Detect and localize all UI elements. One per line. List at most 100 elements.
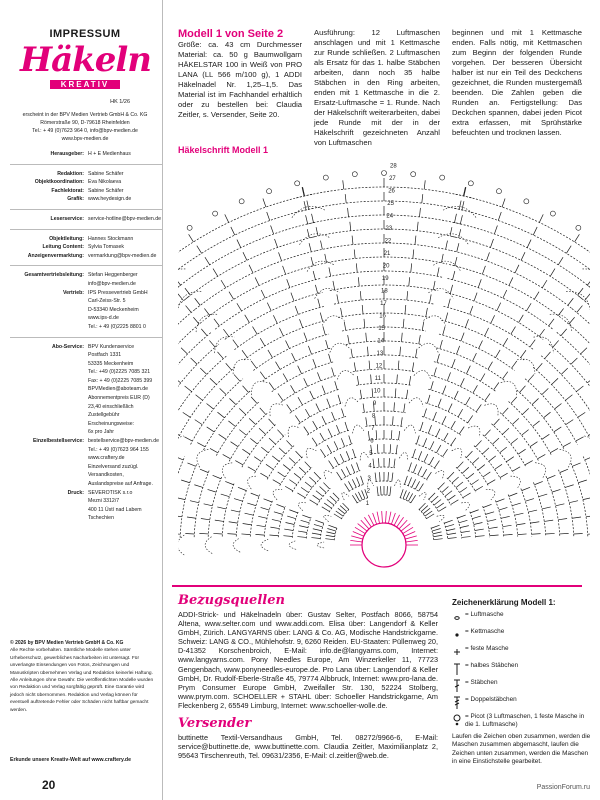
stitch-mark <box>508 277 514 286</box>
stitch-mark <box>340 438 345 447</box>
stitch-mark <box>178 457 184 461</box>
imprint-row: Postfach 1331 <box>0 351 163 360</box>
stitch-mark <box>451 359 456 368</box>
stitch-mark <box>469 305 474 315</box>
chain-loop <box>306 260 335 272</box>
stitch-mark <box>575 436 584 442</box>
stitch-arc <box>449 264 563 320</box>
imprint-value: Postfach 1331 <box>88 352 122 359</box>
stitch-mark <box>415 348 418 358</box>
stitch-mark <box>308 345 312 355</box>
stitch-mark <box>204 256 210 265</box>
stitch-mark <box>558 518 568 521</box>
stitch-mark <box>224 214 229 223</box>
ring-stitch <box>402 526 414 534</box>
stitch-mark <box>305 408 311 418</box>
stitch-mark <box>371 388 374 398</box>
stitch-mark <box>482 265 486 275</box>
picot <box>523 198 530 205</box>
imprint-value: Fax: + 49 (0)2225 7085 399 <box>88 377 153 384</box>
imprint-value: Auslandspreise auf Anfrage. <box>88 481 153 487</box>
stitch-mark <box>527 374 535 382</box>
stitch-arc <box>373 466 395 469</box>
imprint-value: Einzelversand zuzügl. <box>88 463 139 470</box>
stitch-mark <box>414 481 420 490</box>
copyright-notice: © 2026 by BPV Medien Vertrieb GmbH & Co.… <box>10 640 158 714</box>
legend-item: = Picot (3 Luftmaschen, 1 feste Masche i… <box>452 713 592 729</box>
stitch-mark <box>436 353 440 363</box>
stitch-mark <box>230 226 236 236</box>
stitch-mark <box>194 484 204 488</box>
stitch-mark <box>184 385 192 392</box>
chain-loop <box>298 502 307 512</box>
stitch-mark <box>277 393 284 401</box>
stitch-arc <box>333 527 338 541</box>
imprint-row: Versandkosten, <box>0 471 163 480</box>
stitch-mark <box>490 315 495 324</box>
craftery-link[interactable]: Erkunde unsere Kreativ-Welt auf www.craf… <box>10 757 131 763</box>
stitch-mark <box>494 225 498 235</box>
publisher-line: erscheint in der BPV Medien Vertrieb Gmb… <box>22 112 148 118</box>
stitch-mark <box>250 492 260 497</box>
stitch-mark <box>360 475 364 485</box>
imprint-value: D-53340 Meckenheim <box>88 306 139 313</box>
stitch-arc <box>291 511 299 538</box>
round-label: 26 <box>388 189 395 195</box>
ring-stitch <box>385 511 387 524</box>
chain-loop <box>178 534 185 556</box>
stitch-arc <box>305 517 312 539</box>
stitch-mark <box>404 304 407 314</box>
stitch-mark <box>348 435 352 445</box>
magazine-logo: Häkeln <box>20 42 152 80</box>
stitch-mark <box>365 332 367 342</box>
chain-loop <box>437 233 469 245</box>
stitch-arc <box>340 508 350 520</box>
stitch-mark <box>260 472 269 478</box>
imprint-label <box>0 514 88 523</box>
stitch-mark <box>321 416 327 425</box>
stitch-arc <box>456 517 463 539</box>
stitch-mark <box>194 419 203 425</box>
stitch-mark <box>255 534 265 536</box>
stitch-mark <box>495 349 501 358</box>
versender-text: buttinette Textil-Versandhaus GmbH, Tel.… <box>178 733 438 761</box>
stitch-mark <box>332 492 340 500</box>
stitch-arc <box>438 333 515 371</box>
stitch-mark <box>219 388 227 395</box>
stitch-mark <box>294 305 299 315</box>
stitch-mark <box>237 487 247 491</box>
stitch-mark <box>459 215 463 225</box>
chain-loop <box>535 462 547 479</box>
stitch-mark <box>189 500 199 504</box>
stitch-arc <box>446 477 464 499</box>
stitch-mark <box>514 264 520 274</box>
stitch-arc <box>178 193 313 253</box>
instructions-column-2: beginnen und mit 1 Kettmasche enden. Fal… <box>452 28 582 138</box>
chain-loop <box>418 342 439 353</box>
stitch-arc <box>332 456 357 470</box>
stitch-mark <box>303 332 308 342</box>
stitch-mark <box>229 398 237 405</box>
imprint-label: Leserservice: <box>50 215 84 222</box>
stitch-mark <box>178 380 181 384</box>
stitch-mark <box>199 468 209 473</box>
stitch-mark <box>512 466 521 472</box>
stitch-mark <box>217 411 225 419</box>
stitch-mark <box>397 360 400 370</box>
stitch-mark <box>484 393 491 401</box>
stitch-mark <box>190 357 198 365</box>
stitch-mark <box>236 303 242 312</box>
imprint-value: Tel.: +49 (0)2225 7085 321 <box>88 369 151 376</box>
stitch-mark <box>306 200 310 210</box>
stitch-mark <box>553 426 562 433</box>
stitch-mark <box>388 458 390 468</box>
stitch-arc <box>427 498 440 513</box>
chain-loop <box>399 452 409 461</box>
stitch-arc <box>428 388 479 414</box>
stitch-mark <box>565 394 573 401</box>
stitch-arc <box>184 236 316 300</box>
picot <box>550 210 556 217</box>
stitch-mark <box>331 367 335 377</box>
stitch-mark <box>235 460 244 466</box>
stitch-mark <box>332 280 336 290</box>
